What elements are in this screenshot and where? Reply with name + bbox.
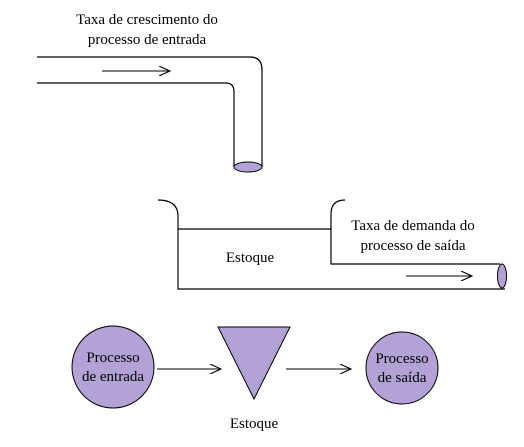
inflow-label-line1: Taxa de crescimento do (76, 12, 218, 28)
tank-right-wall (330, 199, 500, 265)
input-process-label: Processo de entrada (72, 349, 154, 387)
outflow-label-line1: Taxa de demanda do (351, 218, 475, 234)
outflow-pipe-outlet (497, 263, 507, 289)
inflow-pipe-inner-wall (37, 82, 235, 167)
output-process-label: Processo de saída (366, 350, 438, 388)
tank-walls (157, 199, 505, 290)
inflow-label-line2: processo de entrada (87, 32, 207, 48)
output-process-line1: Processo (375, 351, 429, 367)
stock-triangle-node (217, 326, 291, 401)
inflow-pipe (37, 56, 263, 167)
input-process-node (71, 325, 155, 409)
outflow-label: Taxa de demanda do processo de saída (338, 216, 488, 256)
tank-left-wall (157, 199, 505, 290)
input-process-line1: Processo (86, 350, 140, 366)
outflow-label-line2: processo de saída (360, 238, 466, 254)
stock-node-label: Estoque (229, 416, 279, 432)
input-process-line2: de entrada (81, 369, 145, 385)
output-process-line2: de saída (377, 370, 427, 386)
output-process-node (365, 331, 439, 405)
inflow-label: Taxa de crescimento do processo de entra… (62, 10, 232, 50)
inflow-pipe-outlet (233, 161, 263, 173)
tank-label: Estoque (225, 250, 275, 266)
inflow-pipe-outer-wall (37, 56, 263, 167)
